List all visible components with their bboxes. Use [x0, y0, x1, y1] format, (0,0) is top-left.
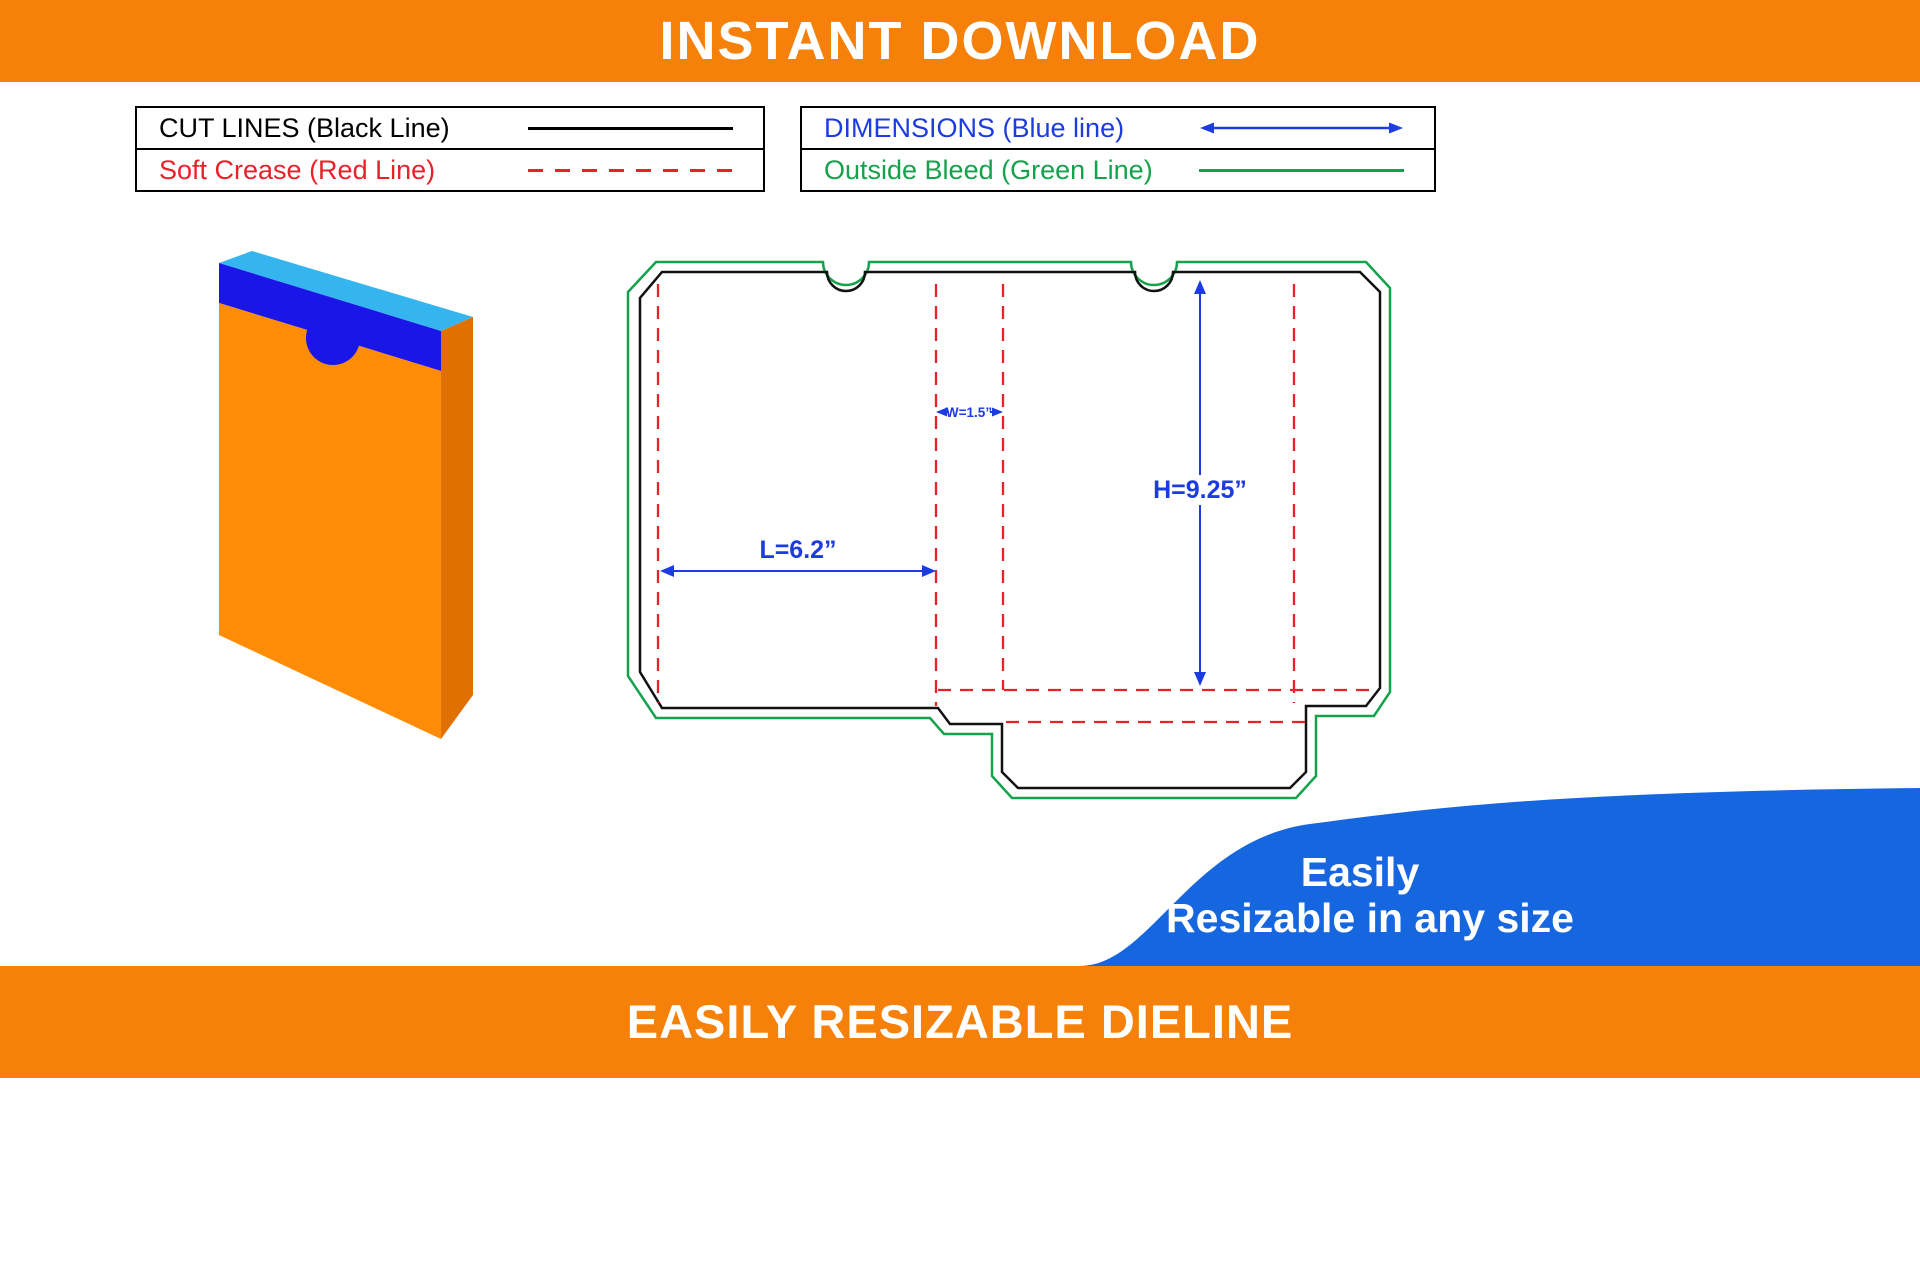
legend-row-dimensions: DIMENSIONS (Blue line) [802, 108, 1434, 150]
width-dimension-label: W=1.5” [946, 405, 992, 420]
dimension-arrow-sample [1200, 122, 1403, 134]
bottom-banner-text: EASILY RESIZABLE DIELINE [626, 995, 1294, 1048]
box-top-edge-face [219, 251, 473, 331]
box-thumb-notch [306, 311, 360, 365]
legend-row-cut-lines: CUT LINES (Black Line) [137, 108, 763, 150]
outside-bleed-label: Outside Bleed (Green Line) [824, 154, 1153, 185]
height-label-backing [1145, 475, 1255, 505]
soft-crease-sample [528, 168, 733, 172]
length-arrow-right-icon [922, 565, 936, 577]
width-arrow-left-icon [936, 407, 947, 417]
outside-bleed-sample [1199, 168, 1404, 172]
arrow-right-icon [1389, 122, 1403, 134]
bleed-line-path [626, 260, 1392, 800]
legend-box-lines: CUT LINES (Black Line) Soft Crease (Red … [135, 106, 765, 192]
badge-swoosh [1080, 788, 1920, 966]
cut-line-sample [528, 126, 733, 130]
arrow-left-icon [1200, 122, 1214, 134]
bottom-banner: EASILY RESIZABLE DIELINE [0, 966, 1920, 1078]
width-arrow-right-icon [992, 407, 1003, 417]
dimension-annotations: L=6.2” H=9.25” W=1.5” [660, 280, 1255, 686]
box-front-face [219, 303, 441, 739]
top-banner-text: INSTANT DOWNLOAD [659, 11, 1261, 71]
legend-row-outside-bleed: Outside Bleed (Green Line) [802, 150, 1434, 190]
badge-text-line2: Resizable in any size [1166, 895, 1574, 941]
soft-crease-label: Soft Crease (Red Line) [159, 154, 436, 185]
dimensions-label: DIMENSIONS (Blue line) [824, 112, 1125, 143]
length-dimension-label: L=6.2” [759, 536, 836, 564]
box-side-face [441, 317, 473, 739]
legend-box-dimensions: DIMENSIONS (Blue line) Outside Bleed (Gr… [800, 106, 1436, 192]
height-arrow-top-icon [1194, 280, 1206, 294]
top-banner: INSTANT DOWNLOAD [0, 0, 1920, 82]
cut-line-path [638, 270, 1382, 790]
height-dimension-label: H=9.25” [1153, 476, 1247, 504]
dieline-drawing: L=6.2” H=9.25” W=1.5” [626, 260, 1392, 800]
badge-text-line1: Easily [1300, 849, 1420, 895]
height-arrow-bottom-icon [1194, 672, 1206, 686]
cut-lines-label: CUT LINES (Black Line) [159, 112, 450, 143]
badge-swoosh-shape [1080, 788, 1920, 966]
legend-row-soft-crease: Soft Crease (Red Line) [137, 150, 763, 190]
box-3d-preview [219, 251, 473, 739]
length-arrow-left-icon [660, 565, 674, 577]
crease-lines [656, 284, 1374, 724]
